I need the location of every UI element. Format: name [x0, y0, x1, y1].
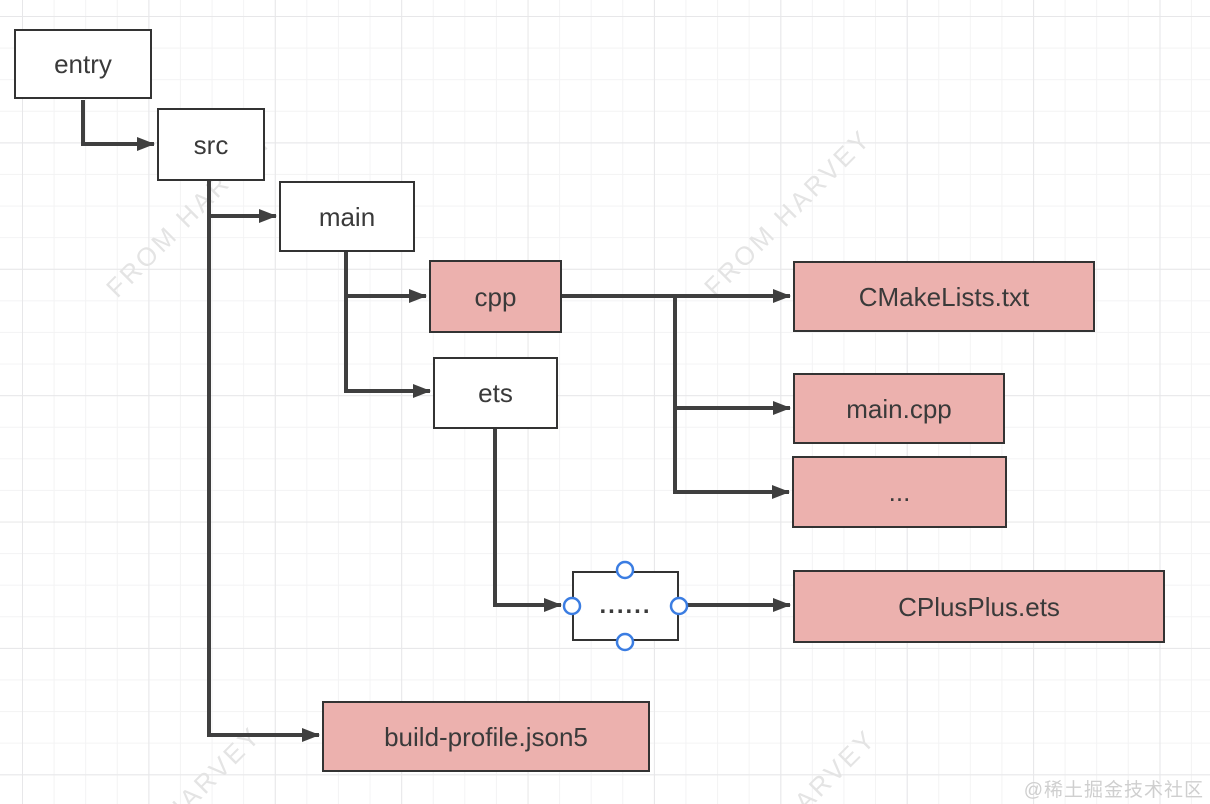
node-cplusplus[interactable]: CPlusPlus.ets [793, 570, 1165, 643]
connector-entry-src[interactable] [81, 100, 155, 151]
connection-handle-bottom[interactable] [615, 632, 635, 652]
connection-handle-top[interactable] [615, 560, 635, 580]
node-main[interactable]: main [279, 181, 415, 252]
connector-main-ets[interactable] [344, 296, 431, 398]
node-ellipsis-file[interactable]: ... [792, 456, 1007, 528]
connector-cpp-ellipsisfile[interactable] [673, 408, 790, 499]
connection-handle-right[interactable] [669, 596, 689, 616]
node-cmakelists[interactable]: CMakeLists.txt [793, 261, 1095, 332]
community-credit: @稀土掘金技术社区 [1023, 780, 1204, 801]
node-cpp[interactable]: cpp [429, 260, 562, 333]
connector-ets-placeholder[interactable] [493, 429, 562, 612]
connector-src-buildprofile[interactable] [207, 216, 320, 742]
node-src[interactable]: src [157, 108, 265, 181]
connection-handle-left[interactable] [562, 596, 582, 616]
node-maincpp[interactable]: main.cpp [793, 373, 1005, 444]
node-ets[interactable]: ets [433, 357, 558, 429]
node-entry[interactable]: entry [14, 29, 152, 99]
node-buildprofile[interactable]: build-profile.json5 [322, 701, 650, 772]
